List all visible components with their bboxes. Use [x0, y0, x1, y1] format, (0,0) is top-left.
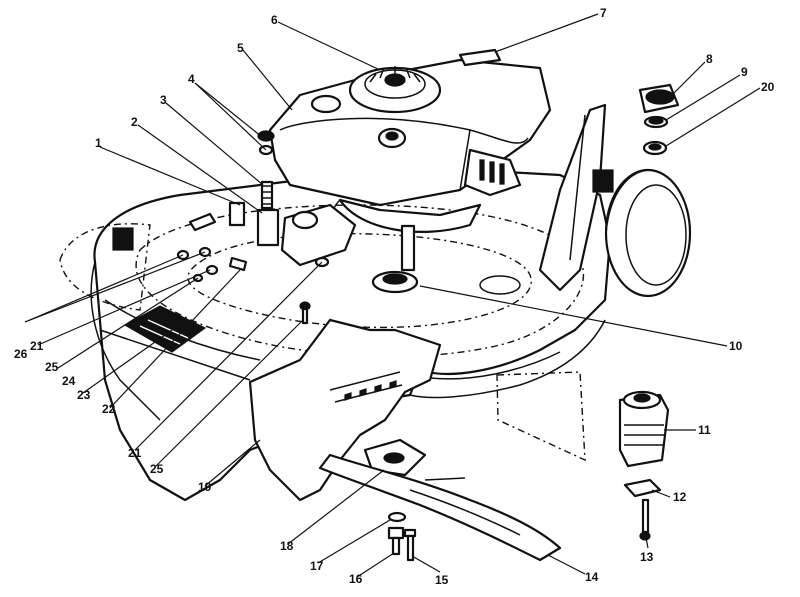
callout-labels: 1 2 3 4 5 6 7 8 9 20 10 11 12 13 14 15 1…	[14, 6, 775, 587]
callout-5: 5	[237, 41, 244, 55]
callout-23: 23	[77, 388, 91, 402]
callout-15: 15	[435, 573, 449, 587]
callout-21-right: 21	[128, 446, 142, 460]
callout-6: 6	[271, 13, 278, 27]
wheel-drive-assembly	[496, 371, 670, 541]
callout-9: 9	[741, 65, 748, 79]
callout-21-left: 21	[30, 339, 44, 353]
decal	[123, 305, 207, 353]
fasteners-left	[176, 246, 330, 325]
callout-17: 17	[310, 559, 324, 573]
callout-14: 14	[585, 570, 599, 584]
callout-25-right: 25	[150, 462, 164, 476]
callout-20: 20	[761, 80, 775, 94]
callout-19: 19	[198, 480, 212, 494]
front-shroud	[248, 318, 442, 502]
callout-11: 11	[698, 423, 711, 437]
callout-12: 12	[673, 490, 687, 504]
callout-25-left: 25	[45, 360, 59, 374]
callout-24: 24	[62, 374, 76, 388]
rear-bracket	[538, 103, 614, 292]
engine	[268, 48, 552, 233]
callout-13: 13	[640, 550, 654, 564]
carburetor-parts	[112, 130, 357, 267]
callout-4: 4	[188, 72, 195, 86]
callout-16: 16	[349, 572, 363, 586]
callout-2: 2	[131, 115, 138, 129]
callout-3: 3	[160, 93, 167, 107]
leader-lines	[24, 13, 761, 578]
crankshaft	[371, 224, 521, 295]
blade-assembly	[318, 438, 562, 562]
callout-1: 1	[95, 136, 102, 150]
wheel-hub-parts	[638, 83, 680, 156]
callout-26: 26	[14, 347, 28, 361]
callout-22: 22	[102, 402, 116, 416]
callout-18: 18	[280, 539, 294, 553]
callout-8: 8	[706, 52, 713, 66]
callout-10: 10	[729, 339, 743, 353]
rear-wheel	[604, 168, 692, 298]
blade-bolts	[387, 511, 417, 562]
callout-7: 7	[600, 6, 607, 20]
